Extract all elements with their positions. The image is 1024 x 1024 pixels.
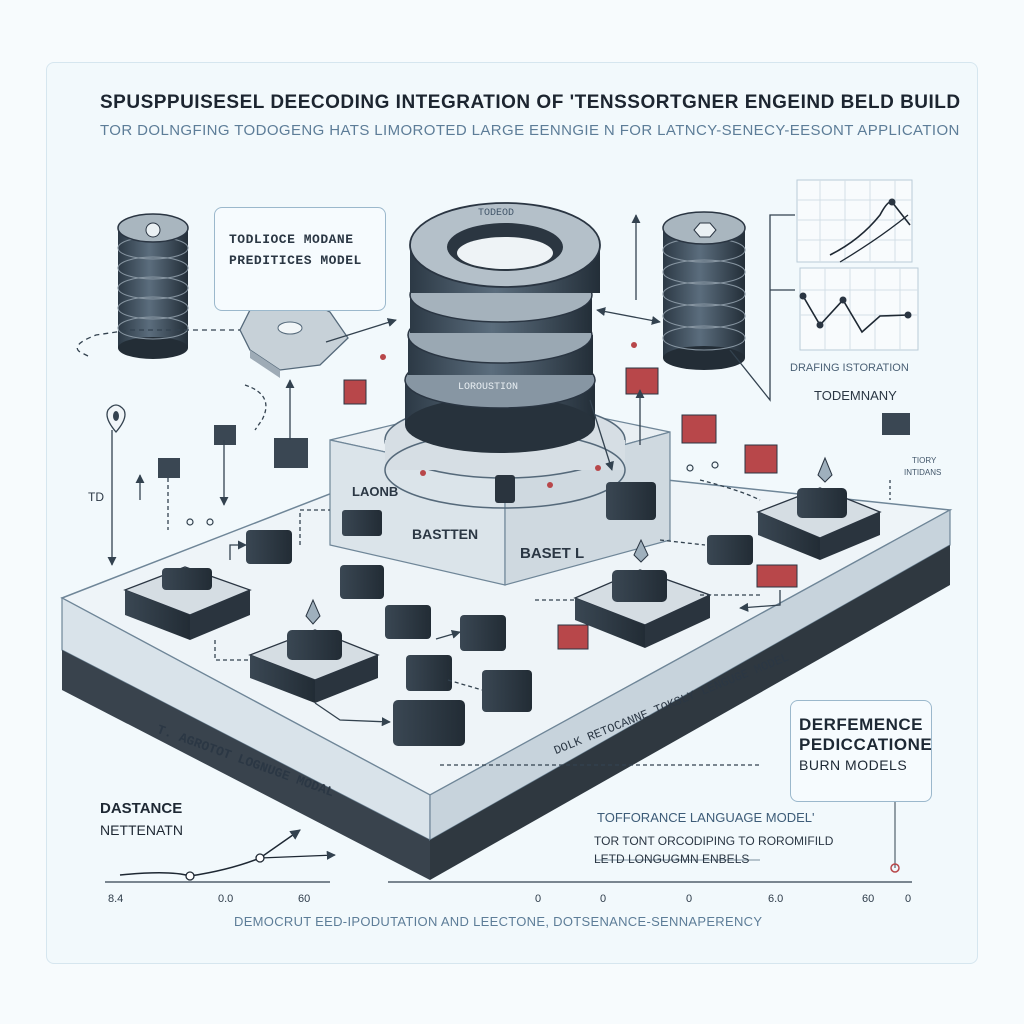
callout-line-1: TODLIOCE MODANE	[229, 232, 354, 247]
pedestal-label-center: BASTTEN	[412, 526, 479, 542]
distance-title-2: NETTENATN	[100, 822, 183, 838]
drafting-label: DRAFING ISTORATION	[790, 362, 909, 374]
callout-performance-models: DERFEMENCE PEDICCATIONE BURN MODELS	[790, 700, 932, 802]
callout-perf-line-1: DERFEMENCE	[799, 715, 924, 734]
callout-predictive-model: TODLIOCE MODANE PREDITICES MODEL	[214, 207, 386, 311]
tick-left-1: 8.4	[108, 893, 124, 905]
tick-right-6: 0	[905, 893, 912, 905]
tick-left-3: 60	[298, 893, 311, 905]
tick-right-5: 60	[862, 893, 875, 905]
small-chips	[246, 475, 753, 746]
distance-curve	[105, 829, 336, 883]
location-pin-icon	[106, 404, 126, 433]
tick-right-3: 0	[686, 893, 693, 905]
pedestal-label-left: LAONB	[352, 484, 399, 499]
diagram-subtitle: TOR DOLNGFING TODOGENG HATS LIMOROTED LA…	[100, 122, 960, 139]
connectors	[76, 214, 891, 766]
tiny-note-1: TIORY	[912, 456, 937, 465]
callout-line-2: PREDITICES MODEL	[229, 253, 362, 268]
left-arrow-tag: TD	[88, 490, 104, 504]
pedestal-label-right: BASET L	[520, 545, 585, 562]
chip-right-glow	[573, 538, 712, 648]
chip-far-right	[756, 456, 882, 560]
performance-sub-1: TOR TONT ORCODIPING TO ROROMIFILD	[594, 834, 834, 848]
ring-tag-top: TODEOD	[478, 208, 515, 219]
chip-center-glow	[248, 598, 380, 703]
todemnany-label: TODEMNANY	[814, 388, 897, 403]
dots	[186, 342, 719, 526]
chip-left-large	[123, 566, 252, 640]
left-database-stack	[117, 213, 189, 359]
tick-right-4: 6.0	[768, 893, 784, 905]
diagram-title: SPUSPPUISESEL DEECODING INTEGRATION OF '…	[100, 92, 960, 113]
right-database-stack	[662, 211, 746, 370]
distance-title-1: DASTANCE	[100, 800, 183, 817]
chart-bottom	[799, 267, 919, 351]
central-ring-stack	[384, 202, 626, 509]
callout-perf-line-2: PEDICCATIONE	[799, 735, 933, 754]
ring-tag-bottom: LOROUSTION	[458, 382, 519, 393]
tiny-note-2: INTIDANS	[904, 468, 942, 477]
performance-sub-2: LETD LONGUGMN ENBELS	[594, 852, 750, 866]
tick-left-2: 0.0	[218, 893, 234, 905]
tick-right-1: 0	[535, 893, 542, 905]
chart-top	[796, 179, 913, 263]
performance-title: TOFFORANCE LANGUAGE MODEL'	[597, 810, 815, 825]
tick-right-2: 0	[600, 893, 607, 905]
bottom-caption: DEMOCRUT EED-IPODUTATION AND LEECTONE, D…	[234, 914, 763, 929]
callout-perf-line-3: BURN MODELS	[799, 757, 908, 773]
